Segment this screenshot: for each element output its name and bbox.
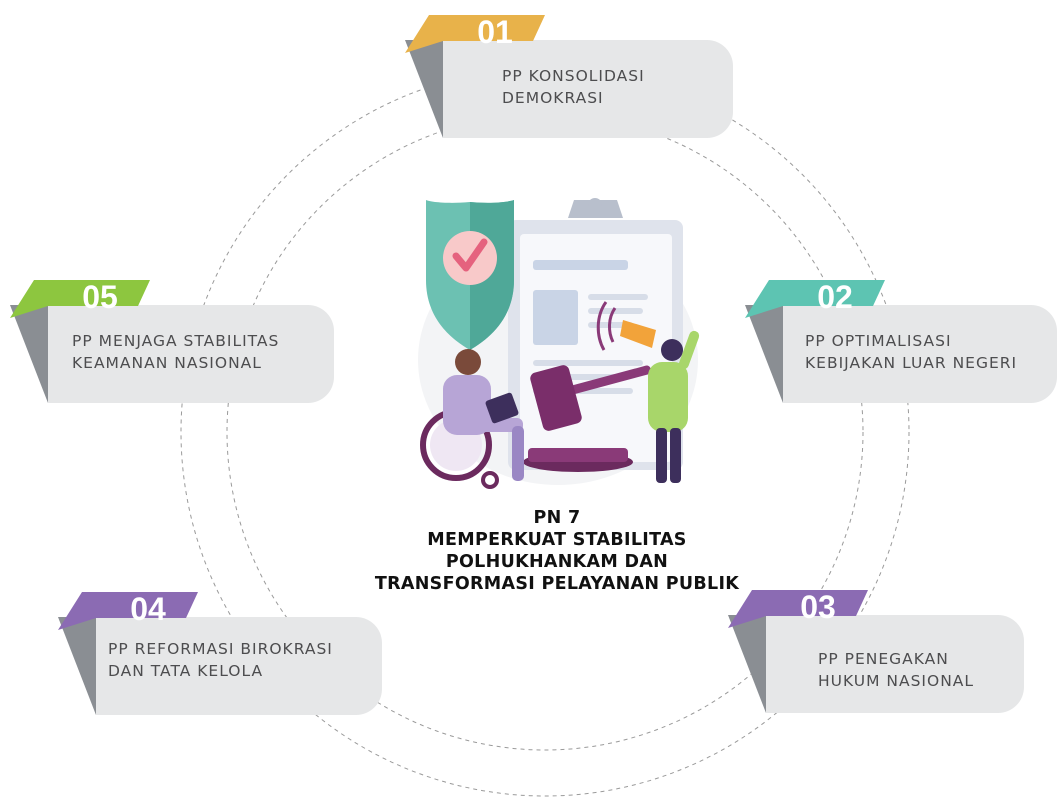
person-megaphone-icon xyxy=(596,301,700,483)
card-05-number: 05 xyxy=(82,279,118,315)
card-01-label: PP KONSOLIDASI DEMOKRASI xyxy=(502,67,645,107)
card-01-panel xyxy=(443,40,733,138)
card-03-label: PP PENEGAKAN HUKUM NASIONAL xyxy=(818,650,975,690)
card-01-tab xyxy=(405,15,545,53)
card-04-fold xyxy=(58,617,96,715)
card-01-number: 01 xyxy=(477,14,513,50)
card-04-panel xyxy=(96,617,382,715)
wheelchair-person-icon xyxy=(420,349,524,489)
card-01: 01 PP KONSOLIDASI DEMOKRASI xyxy=(405,15,735,140)
clipboard-icon xyxy=(508,198,683,470)
card-04-tab xyxy=(58,592,198,630)
card-05-fold xyxy=(10,305,48,403)
card-02: 02 PP OPTIMALISASI KEBIJAKAN LUAR NEGERI xyxy=(745,280,1057,405)
card-02-number: 02 xyxy=(817,279,853,315)
card-05-panel xyxy=(48,305,334,403)
card-05-tab xyxy=(10,280,150,318)
center-title-line-1: PN 7 xyxy=(533,508,581,528)
card-05-label: PP MENJAGA STABILITAS KEAMANAN NASIONAL xyxy=(72,332,280,372)
center-title-line-4: TRANSFORMASI PELAYANAN PUBLIK xyxy=(374,574,740,594)
shield-icon xyxy=(426,200,514,350)
center-title-line-2: MEMPERKUAT STABILITAS xyxy=(427,530,687,550)
card-01-fold xyxy=(405,40,443,138)
illustration xyxy=(418,198,700,489)
card-03-fold xyxy=(728,615,766,713)
card-05: 05 PP MENJAGA STABILITAS KEAMANAN NASION… xyxy=(10,280,335,405)
card-02-panel xyxy=(783,305,1057,403)
card-04-label: PP REFORMASI BIROKRASI DAN TATA KELOLA xyxy=(108,640,333,680)
card-02-fold xyxy=(745,305,783,403)
gavel-icon xyxy=(523,365,652,472)
card-03-number: 03 xyxy=(800,589,836,625)
center-title: PN 7 MEMPERKUAT STABILITAS POLHUKHANKAM … xyxy=(372,507,742,595)
card-03: 03 PP PENEGAKAN HUKUM NASIONAL xyxy=(728,590,1028,715)
card-03-panel xyxy=(766,615,1024,713)
card-02-label: PP OPTIMALISASI KEBIJAKAN LUAR NEGERI xyxy=(805,332,1018,372)
card-02-tab xyxy=(745,280,885,318)
card-04: 04 PP REFORMASI BIROKRASI DAN TATA KELOL… xyxy=(58,592,383,717)
card-03-tab xyxy=(728,590,868,628)
center-title-line-3: POLHUKHANKAM DAN xyxy=(445,552,669,572)
card-04-number: 04 xyxy=(130,591,166,627)
